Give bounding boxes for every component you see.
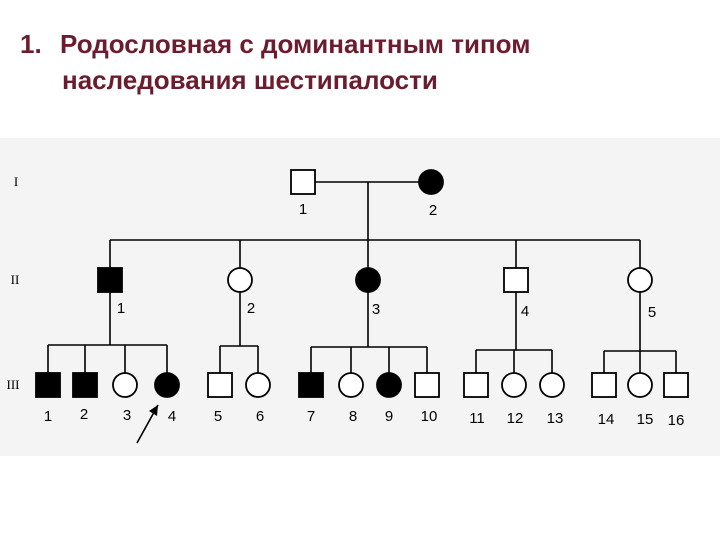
female-unaffected-III-13 [539, 372, 565, 398]
title-line-2: наследования шестипалости [62, 65, 438, 95]
individual-number-III-9: 9 [385, 408, 393, 425]
individual-number-III-3: 3 [123, 407, 131, 424]
generation-label-III: III [7, 377, 20, 392]
individual-number-III-15: 15 [637, 411, 654, 428]
male-affected-III-2 [72, 372, 98, 398]
individual-number-I-1: 1 [299, 201, 307, 218]
proband-arrow-head [149, 405, 158, 416]
male-unaffected-II-4 [503, 267, 529, 293]
male-unaffected-I-1 [290, 169, 316, 195]
title-number: 1. [20, 29, 42, 59]
individual-number-III-8: 8 [349, 408, 357, 425]
female-affected-III-9 [376, 372, 402, 398]
female-affected-II-3 [355, 267, 381, 293]
female-unaffected-III-12 [501, 372, 527, 398]
individual-number-II-4: 4 [521, 303, 529, 320]
title-line-1: Родословная с доминантным типом [60, 29, 531, 59]
individual-number-II-1: 1 [117, 300, 125, 317]
female-unaffected-III-8 [338, 372, 364, 398]
individual-number-II-2: 2 [247, 300, 255, 317]
individual-number-III-10: 10 [421, 408, 438, 425]
individual-number-III-7: 7 [307, 408, 315, 425]
male-affected-III-1 [35, 372, 61, 398]
female-unaffected-III-15 [627, 372, 653, 398]
individual-number-I-2: 2 [429, 202, 437, 219]
male-unaffected-III-14 [591, 372, 617, 398]
individual-number-III-4: 4 [168, 408, 176, 425]
female-unaffected-II-5 [627, 267, 653, 293]
generation-label-I: I [14, 174, 18, 189]
generation-label-II: II [11, 272, 20, 287]
male-unaffected-III-5 [207, 372, 233, 398]
individual-number-II-5: 5 [648, 304, 656, 321]
female-affected-I-2 [418, 169, 444, 195]
female-unaffected-II-2 [227, 267, 253, 293]
female-unaffected-III-6 [245, 372, 271, 398]
male-unaffected-III-10 [414, 372, 440, 398]
female-affected-III-4 [154, 372, 180, 398]
individual-number-III-14: 14 [598, 411, 615, 428]
individual-number-II-3: 3 [372, 301, 380, 318]
individual-number-III-12: 12 [507, 410, 524, 427]
male-unaffected-III-16 [663, 372, 689, 398]
male-affected-II-1 [97, 267, 123, 293]
individual-number-III-6: 6 [256, 408, 264, 425]
female-unaffected-III-3 [112, 372, 138, 398]
individual-number-III-5: 5 [214, 408, 222, 425]
individual-number-III-13: 13 [547, 410, 564, 427]
individual-number-III-1: 1 [44, 408, 52, 425]
slide-title: 1. Родословная с доминантным типом наслед… [20, 26, 700, 98]
individual-number-III-16: 16 [668, 412, 685, 429]
individual-number-III-2: 2 [80, 406, 88, 423]
male-unaffected-III-11 [463, 372, 489, 398]
male-affected-III-7 [298, 372, 324, 398]
individual-number-III-11: 11 [469, 410, 485, 427]
diagram-background [0, 138, 720, 456]
